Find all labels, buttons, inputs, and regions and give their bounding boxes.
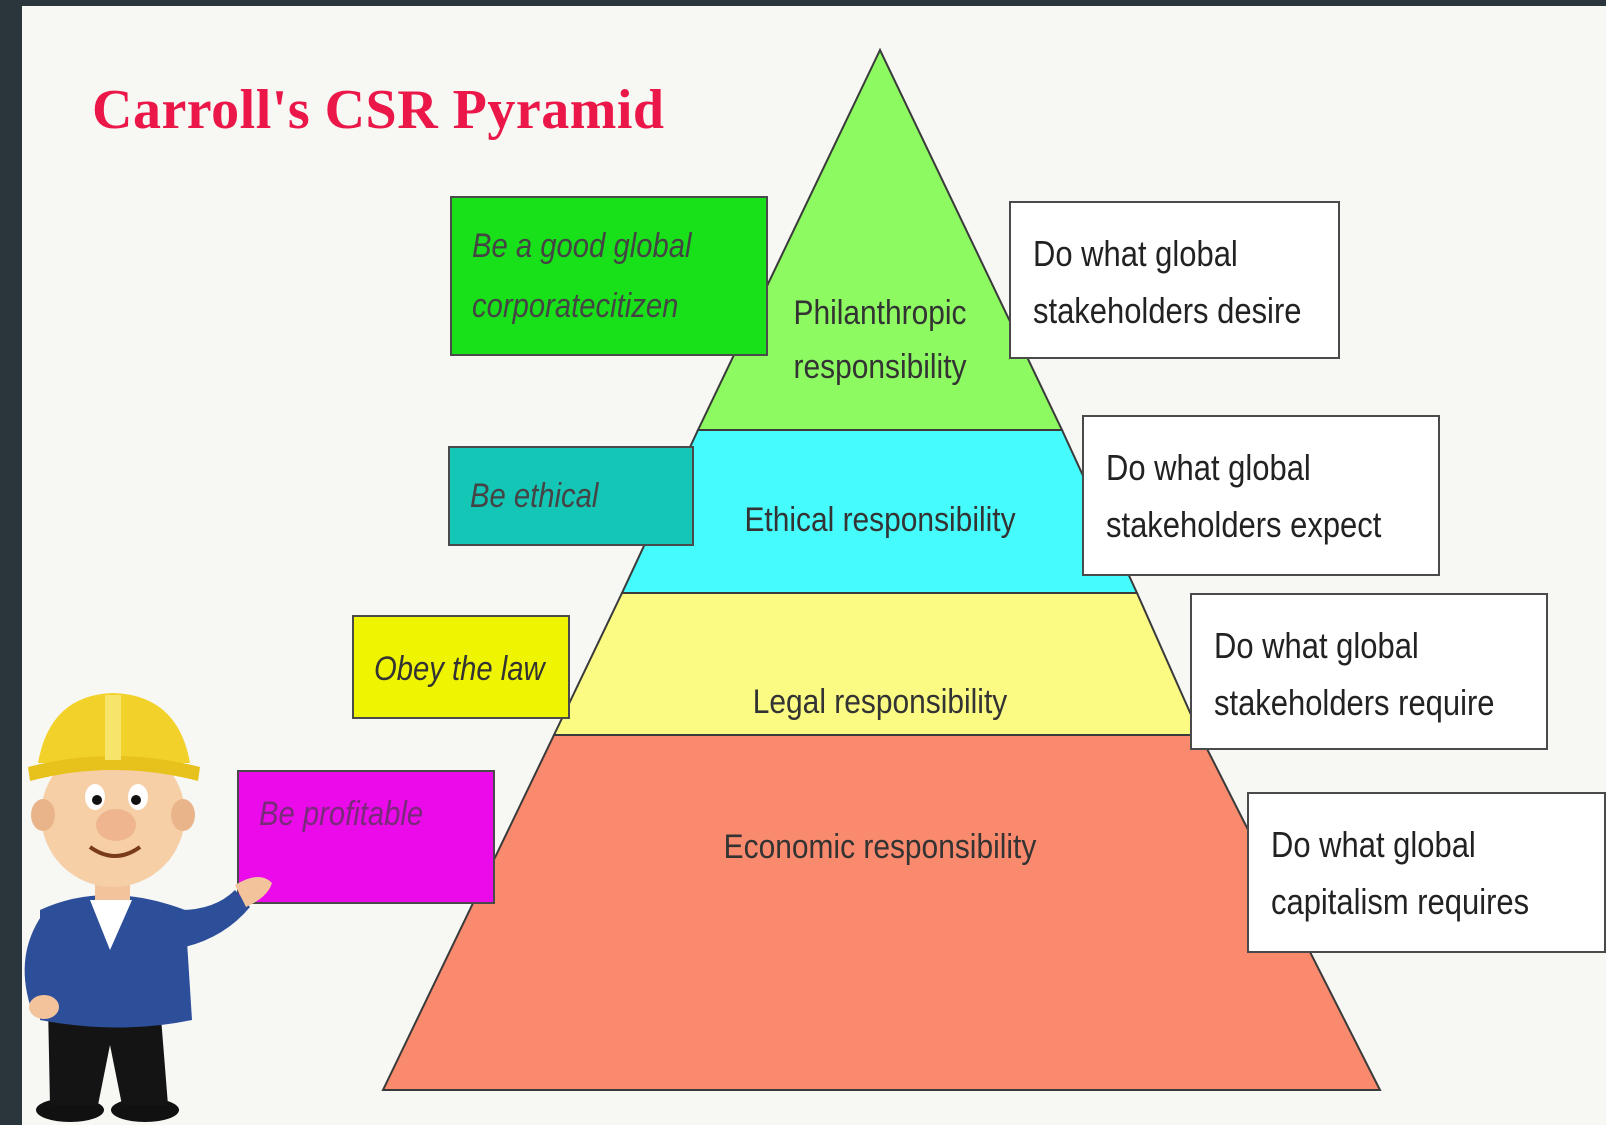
left-label-legal: Obey the law [352, 615, 570, 719]
left-label-ethical: Be ethical [448, 446, 694, 546]
construction-worker-illustration [24, 693, 272, 1122]
left-label-economic: Be profitable [237, 770, 495, 904]
level-label-ethical: Ethical responsibility [744, 501, 1016, 539]
level-label-legal: Legal responsibility [752, 683, 1008, 721]
level-label-economic: Economic responsibility [723, 828, 1037, 866]
tier-economic [381, 734, 1382, 1091]
diagram-title: Carroll's CSR Pyramid [92, 79, 665, 141]
